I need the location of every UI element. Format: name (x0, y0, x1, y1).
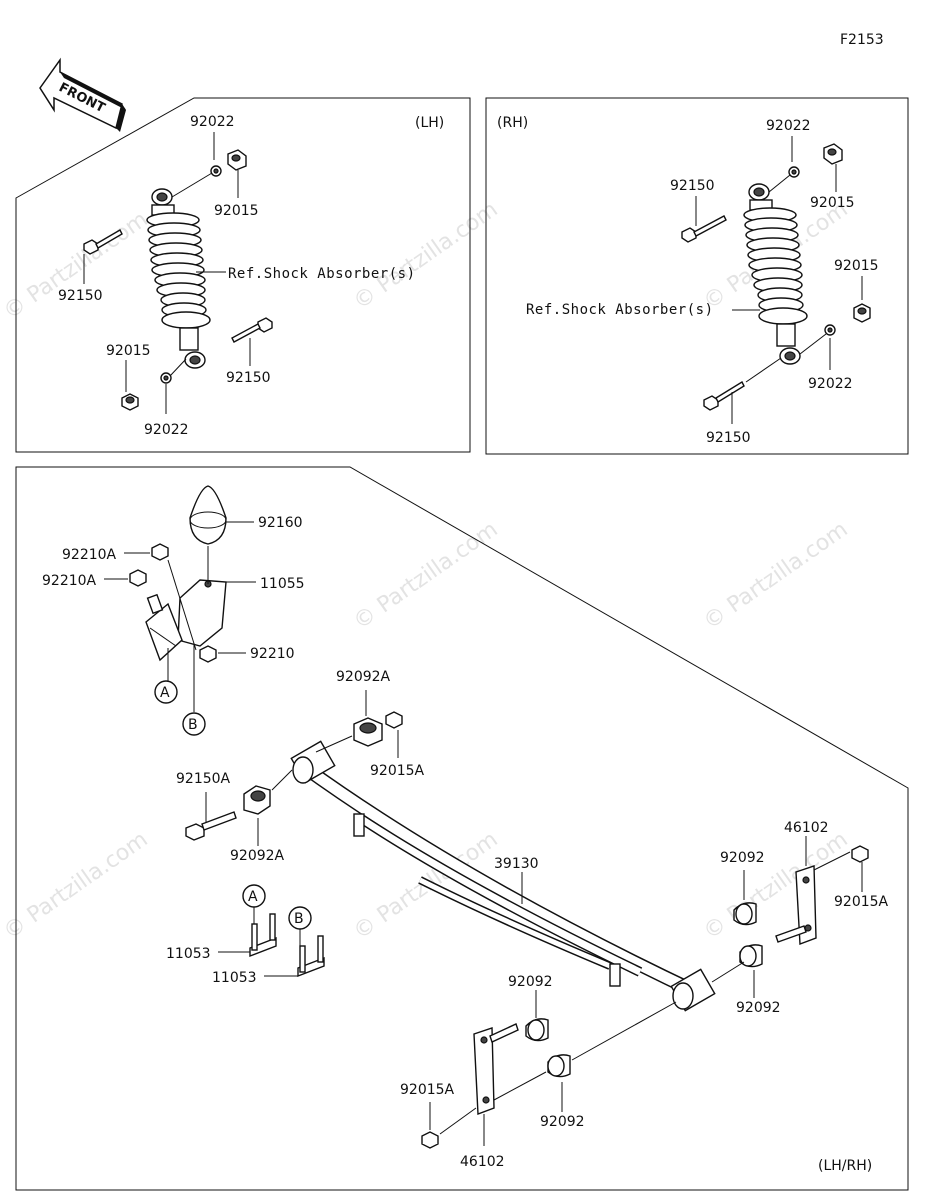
reference-label: Ref.Shock Absorber(s) (228, 266, 416, 282)
bracket-icon (177, 579, 227, 647)
reference-circle-label: B (188, 717, 198, 733)
part-number-label: 46102 (784, 820, 829, 836)
rh-shock-panel: (RH) (485, 97, 909, 455)
part-number-label: 92022 (190, 114, 235, 130)
part-number-label: 92150 (670, 178, 715, 194)
reference-circle-a (154, 680, 178, 704)
watermark: © Partzilla.com (349, 197, 502, 315)
watermark: © Partzilla.com (0, 827, 153, 945)
part-number-label: 92022 (808, 376, 853, 392)
part-number-label: 92015 (214, 203, 259, 219)
nut-icon (199, 645, 217, 663)
part-number-label: 92092 (736, 1000, 781, 1016)
part-number-label: 92150 (58, 288, 103, 304)
nut-icon (851, 845, 869, 863)
panel-side-label: (LH/RH) (818, 1158, 872, 1174)
watermark: © Partzilla.com (349, 517, 502, 635)
part-number-label: 92015 (810, 195, 855, 211)
leaf-spring-panel: (LH/RH) A B 92160 92210A 92210A 11055 92… (15, 466, 909, 1191)
bolt-icon (703, 395, 719, 411)
watermark: © Partzilla.com (699, 827, 852, 945)
shock-absorber-rh (743, 183, 808, 365)
reference-circle-label: B (294, 911, 304, 927)
bump-stop-icon (189, 485, 227, 545)
watermarks: © Partzilla.com © Partzilla.com © Partzi… (0, 197, 853, 945)
part-number-label: 92022 (144, 422, 189, 438)
part-number-label: 92160 (258, 515, 303, 531)
part-number-label: 92015A (834, 894, 889, 910)
part-number-label: 92150A (176, 771, 231, 787)
part-number-label: 39130 (494, 856, 539, 872)
nut-icon (129, 569, 147, 587)
reference-circle-label: A (248, 889, 258, 905)
front-arrow-icon: FRONT (39, 57, 126, 132)
part-number-label: 92092 (540, 1114, 585, 1130)
part-number-label: 11053 (166, 946, 211, 962)
u-bolt-icon (297, 935, 325, 978)
part-number-label: 92092A (336, 669, 391, 685)
part-number-label: 92092A (230, 848, 285, 864)
nut-icon (385, 711, 403, 729)
part-number-label: 92150 (226, 370, 271, 386)
reference-label: Ref.Shock Absorber(s) (526, 302, 714, 318)
shackle-icon (473, 1027, 495, 1115)
part-number-label: 92210A (42, 573, 97, 589)
shock-absorber-lh (146, 188, 211, 369)
bolt-icon (681, 227, 697, 243)
u-bolt-icon (249, 913, 277, 958)
bolt-icon (257, 317, 273, 333)
part-number-label: 92092 (508, 974, 553, 990)
part-number-label: 92210A (62, 547, 117, 563)
part-number-label: 11055 (260, 576, 305, 592)
part-number-label: 92150 (706, 430, 751, 446)
part-number-label: 92015 (834, 258, 879, 274)
panel-side-label: (RH) (497, 115, 528, 131)
part-number-label: 92015A (370, 763, 425, 779)
shackle-icon (795, 865, 817, 945)
part-number-label: 92015 (106, 343, 151, 359)
leaf-spring-icon (290, 740, 716, 1012)
lh-shock-panel: (LH) (15, 97, 471, 453)
bolt-icon (185, 823, 205, 841)
reference-circle-label: A (160, 685, 170, 701)
watermark: © Partzilla.com (699, 517, 852, 635)
part-number-label: 92092 (720, 850, 765, 866)
part-number-label: 92210 (250, 646, 295, 662)
part-number-label: 92015A (400, 1082, 455, 1098)
nut-icon (421, 1131, 439, 1149)
reference-circle-b (182, 712, 206, 736)
part-number-label: 11053 (212, 970, 257, 986)
watermark: © Partzilla.com (0, 207, 153, 325)
bolt-icon (83, 239, 99, 255)
nut-icon (151, 543, 169, 561)
part-number-label: 92022 (766, 118, 811, 134)
figure-code: F2153 (840, 32, 884, 48)
part-number-label: 46102 (460, 1154, 505, 1170)
panel-side-label: (LH) (415, 115, 444, 131)
